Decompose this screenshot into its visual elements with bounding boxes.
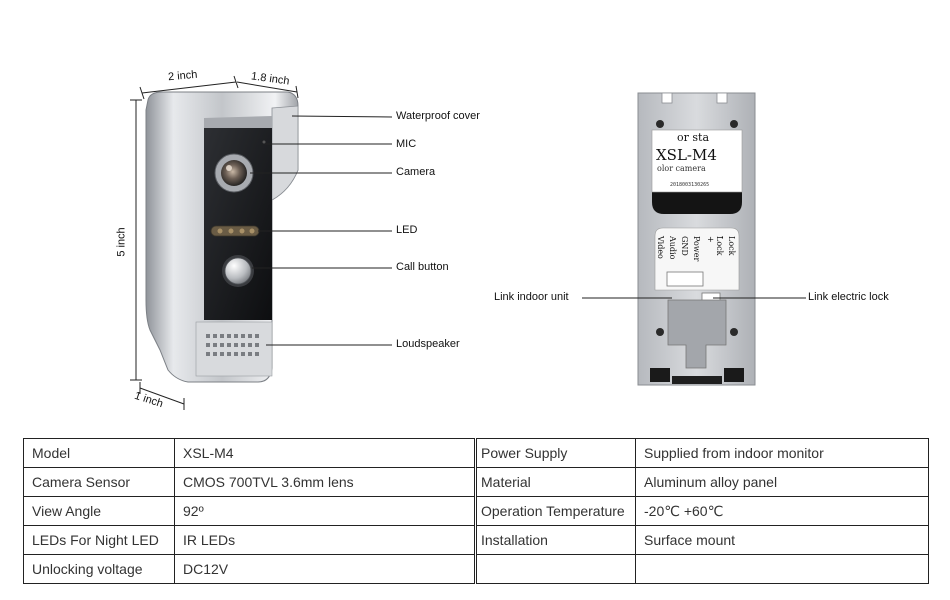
terminal-labels-left: Video Audio GND Power (656, 236, 705, 266)
spec-row: View Angle 92º (23, 496, 475, 526)
callout-mic: MIC (396, 138, 417, 150)
spec-row: Unlocking voltage DC12V (23, 554, 475, 584)
terminal-lock-minus-label: Lock - (718, 236, 736, 256)
spec-key: View Angle (23, 496, 175, 526)
terminal-audio-label: Audio (668, 236, 677, 260)
callout-call-button: Call button (396, 261, 449, 273)
camera-lens (221, 160, 247, 186)
product-figure: 2 inch 1.8 inch 5 inch 1 inch Waterproof… (115, 68, 889, 410)
dimension-width-label: 2 inch (167, 68, 198, 84)
spec-row: Material Aluminum alloy panel (476, 467, 929, 497)
dimension-height-label: 5 inch (115, 227, 128, 257)
spec-row (476, 554, 929, 584)
spec-table-right: Power Supply Supplied from indoor monito… (476, 438, 929, 584)
spec-value: Supplied from indoor monitor (635, 438, 929, 468)
sticker-top-text: or sta (677, 131, 710, 144)
spec-row: Installation Surface mount (476, 525, 929, 555)
back-sticker (651, 129, 743, 193)
front-unit (145, 91, 299, 383)
spec-key: Model (23, 438, 175, 468)
spec-key: Operation Temperature (476, 496, 636, 526)
spec-value: IR LEDs (174, 525, 475, 555)
terminal-gnd-label: GND (680, 236, 689, 256)
spec-value: DC12V (174, 554, 475, 584)
back-unit (637, 92, 756, 386)
call-button-drawing (224, 257, 252, 285)
spec-row: Camera Sensor CMOS 700TVL 3.6mm lens (23, 467, 475, 497)
spec-value: 92º (174, 496, 475, 526)
spec-row: Model XSL-M4 (23, 438, 475, 468)
spec-row: Operation Temperature -20℃ +60℃ (476, 496, 929, 526)
terminal-power-label: Power (692, 236, 701, 262)
sticker-serial: 2018003130265 (670, 182, 710, 188)
spec-key: Material (476, 467, 636, 497)
terminal-video-label: Video (656, 236, 665, 259)
spec-key: Camera Sensor (23, 467, 175, 497)
callout-camera: Camera (396, 166, 436, 178)
spec-table-left: Model XSL-M4 Camera Sensor CMOS 700TVL 3… (23, 438, 475, 584)
spec-key: Installation (476, 525, 636, 555)
spec-value (635, 554, 929, 584)
callout-link-indoor-unit: Link indoor unit (494, 291, 569, 303)
callout-loudspeaker: Loudspeaker (396, 338, 460, 350)
callout-waterproof-cover: Waterproof cover (396, 110, 480, 122)
spec-value: Surface mount (635, 525, 929, 555)
spec-row: Power Supply Supplied from indoor monito… (476, 438, 929, 468)
product-drawing (130, 75, 806, 410)
front-callout-lines (250, 115, 393, 346)
dimension-lines (130, 75, 299, 410)
terminal-labels-right: Lock + Lock - (706, 236, 740, 266)
spec-key (476, 554, 636, 584)
callout-link-electric-lock: Link electric lock (808, 291, 889, 303)
sticker-model: XSL-M4 (656, 146, 717, 164)
spec-value: -20℃ +60℃ (635, 496, 929, 526)
sticker-sub: olor camera (657, 164, 706, 173)
spec-value: XSL-M4 (174, 438, 475, 468)
spec-key: Power Supply (476, 438, 636, 468)
spec-value: CMOS 700TVL 3.6mm lens (174, 467, 475, 497)
spec-row: LEDs For Night LED IR LEDs (23, 525, 475, 555)
spec-value: Aluminum alloy panel (635, 467, 929, 497)
spec-key: Unlocking voltage (23, 554, 175, 584)
callout-led: LED (396, 224, 418, 236)
spec-key: LEDs For Night LED (23, 525, 175, 555)
